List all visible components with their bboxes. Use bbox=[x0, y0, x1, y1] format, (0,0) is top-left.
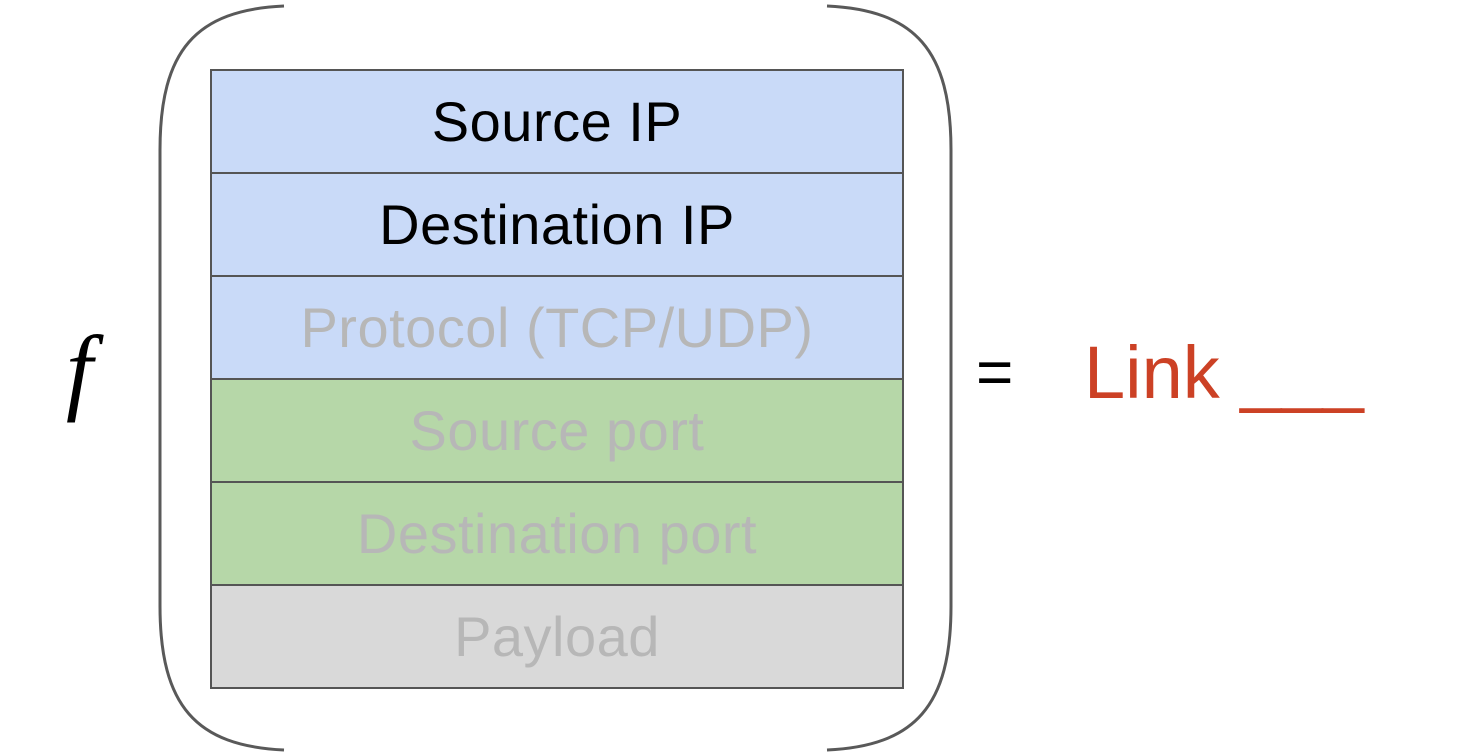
field-payload: Payload bbox=[212, 586, 902, 687]
packet-header-table: Source IP Destination IP Protocol (TCP/U… bbox=[210, 69, 904, 689]
right-bracket bbox=[826, 4, 953, 752]
left-bracket bbox=[158, 4, 285, 752]
function-symbol: f bbox=[66, 316, 93, 423]
field-protocol: Protocol (TCP/UDP) bbox=[212, 277, 902, 380]
equals-sign: = bbox=[976, 336, 1014, 408]
field-destination-ip: Destination IP bbox=[212, 174, 902, 277]
field-destination-port: Destination port bbox=[212, 483, 902, 586]
field-source-ip: Source IP bbox=[212, 71, 902, 174]
field-source-port: Source port bbox=[212, 380, 902, 483]
result-link-label: Link ___ bbox=[1084, 331, 1364, 414]
